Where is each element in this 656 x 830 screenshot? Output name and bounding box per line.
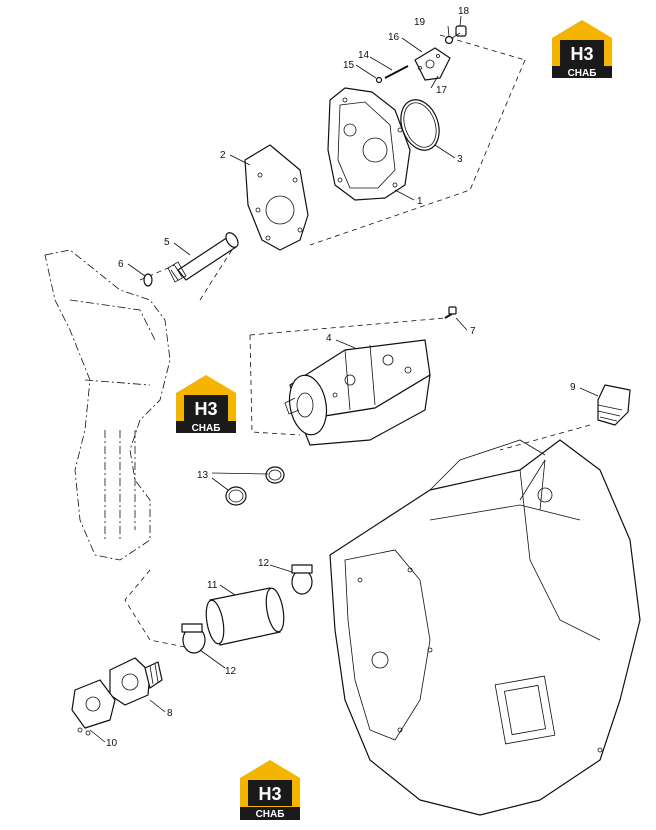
svg-text:СНАБ: СНАБ bbox=[256, 809, 285, 820]
svg-text:H3: H3 bbox=[194, 399, 217, 419]
svg-text:СНАБ: СНАБ bbox=[568, 68, 597, 79]
part-8-flange-fitting bbox=[109, 657, 163, 706]
callout-1: 1 bbox=[417, 196, 423, 207]
callout-4: 4 bbox=[326, 333, 332, 344]
transmission-housing bbox=[329, 439, 641, 816]
brand-logo-top-right: H3 СНАБ bbox=[552, 20, 612, 79]
callout-11: 11 bbox=[207, 580, 218, 591]
svg-text:H3: H3 bbox=[258, 784, 281, 804]
callout-18: 18 bbox=[458, 6, 470, 17]
svg-text:СНАБ: СНАБ bbox=[192, 423, 221, 434]
callout-9: 9 bbox=[570, 382, 576, 393]
callout-10: 10 bbox=[106, 738, 118, 749]
part-2-gasket bbox=[244, 144, 309, 251]
callout-5: 5 bbox=[164, 237, 170, 248]
callout-15: 15 bbox=[343, 60, 355, 71]
callout-16: 16 bbox=[388, 32, 400, 43]
part-19-washer bbox=[444, 35, 454, 45]
part-12-hose-clamp-upper bbox=[291, 564, 313, 595]
callout-2: 2 bbox=[220, 150, 226, 161]
brand-logo-middle: H3 СНАБ bbox=[176, 375, 236, 434]
part-18-bolt bbox=[451, 25, 467, 39]
part-7-bolt bbox=[444, 306, 457, 319]
part-6-snap-ring bbox=[143, 273, 153, 287]
callout-6: 6 bbox=[118, 259, 124, 270]
part-11-hose bbox=[205, 587, 285, 646]
leader-lines bbox=[89, 15, 599, 743]
part-14-pin bbox=[384, 65, 409, 79]
callout-8: 8 bbox=[167, 708, 173, 719]
engine-block-ghost-outline bbox=[44, 249, 171, 561]
callout-12-upper: 12 bbox=[258, 558, 270, 569]
part-12-hose-clamp-lower bbox=[181, 623, 206, 654]
brand-logo-bottom: H3 СНАБ bbox=[240, 760, 300, 820]
part-5-drive-shaft bbox=[167, 232, 239, 283]
part-13-o-rings bbox=[225, 466, 285, 506]
part-16-cover-plate bbox=[414, 47, 451, 81]
assembly-guide-lines bbox=[124, 34, 591, 651]
part-10-flange bbox=[71, 679, 116, 736]
part-9-plug bbox=[597, 384, 631, 426]
callout-3: 3 bbox=[457, 154, 463, 165]
callout-19: 19 bbox=[414, 17, 426, 28]
callout-labels: 18 19 16 17 14 15 3 2 1 5 6 4 7 9 13 12 … bbox=[106, 6, 576, 749]
part-1-pump-housing bbox=[327, 87, 411, 201]
svg-text:H3: H3 bbox=[570, 44, 593, 64]
callout-17: 17 bbox=[436, 85, 448, 96]
part-4-gear-pump bbox=[284, 339, 431, 446]
callout-12-lower: 12 bbox=[225, 666, 237, 677]
callout-13: 13 bbox=[197, 470, 209, 481]
part-15-seal bbox=[375, 76, 383, 84]
callout-7: 7 bbox=[470, 326, 476, 337]
callout-14: 14 bbox=[358, 50, 370, 61]
